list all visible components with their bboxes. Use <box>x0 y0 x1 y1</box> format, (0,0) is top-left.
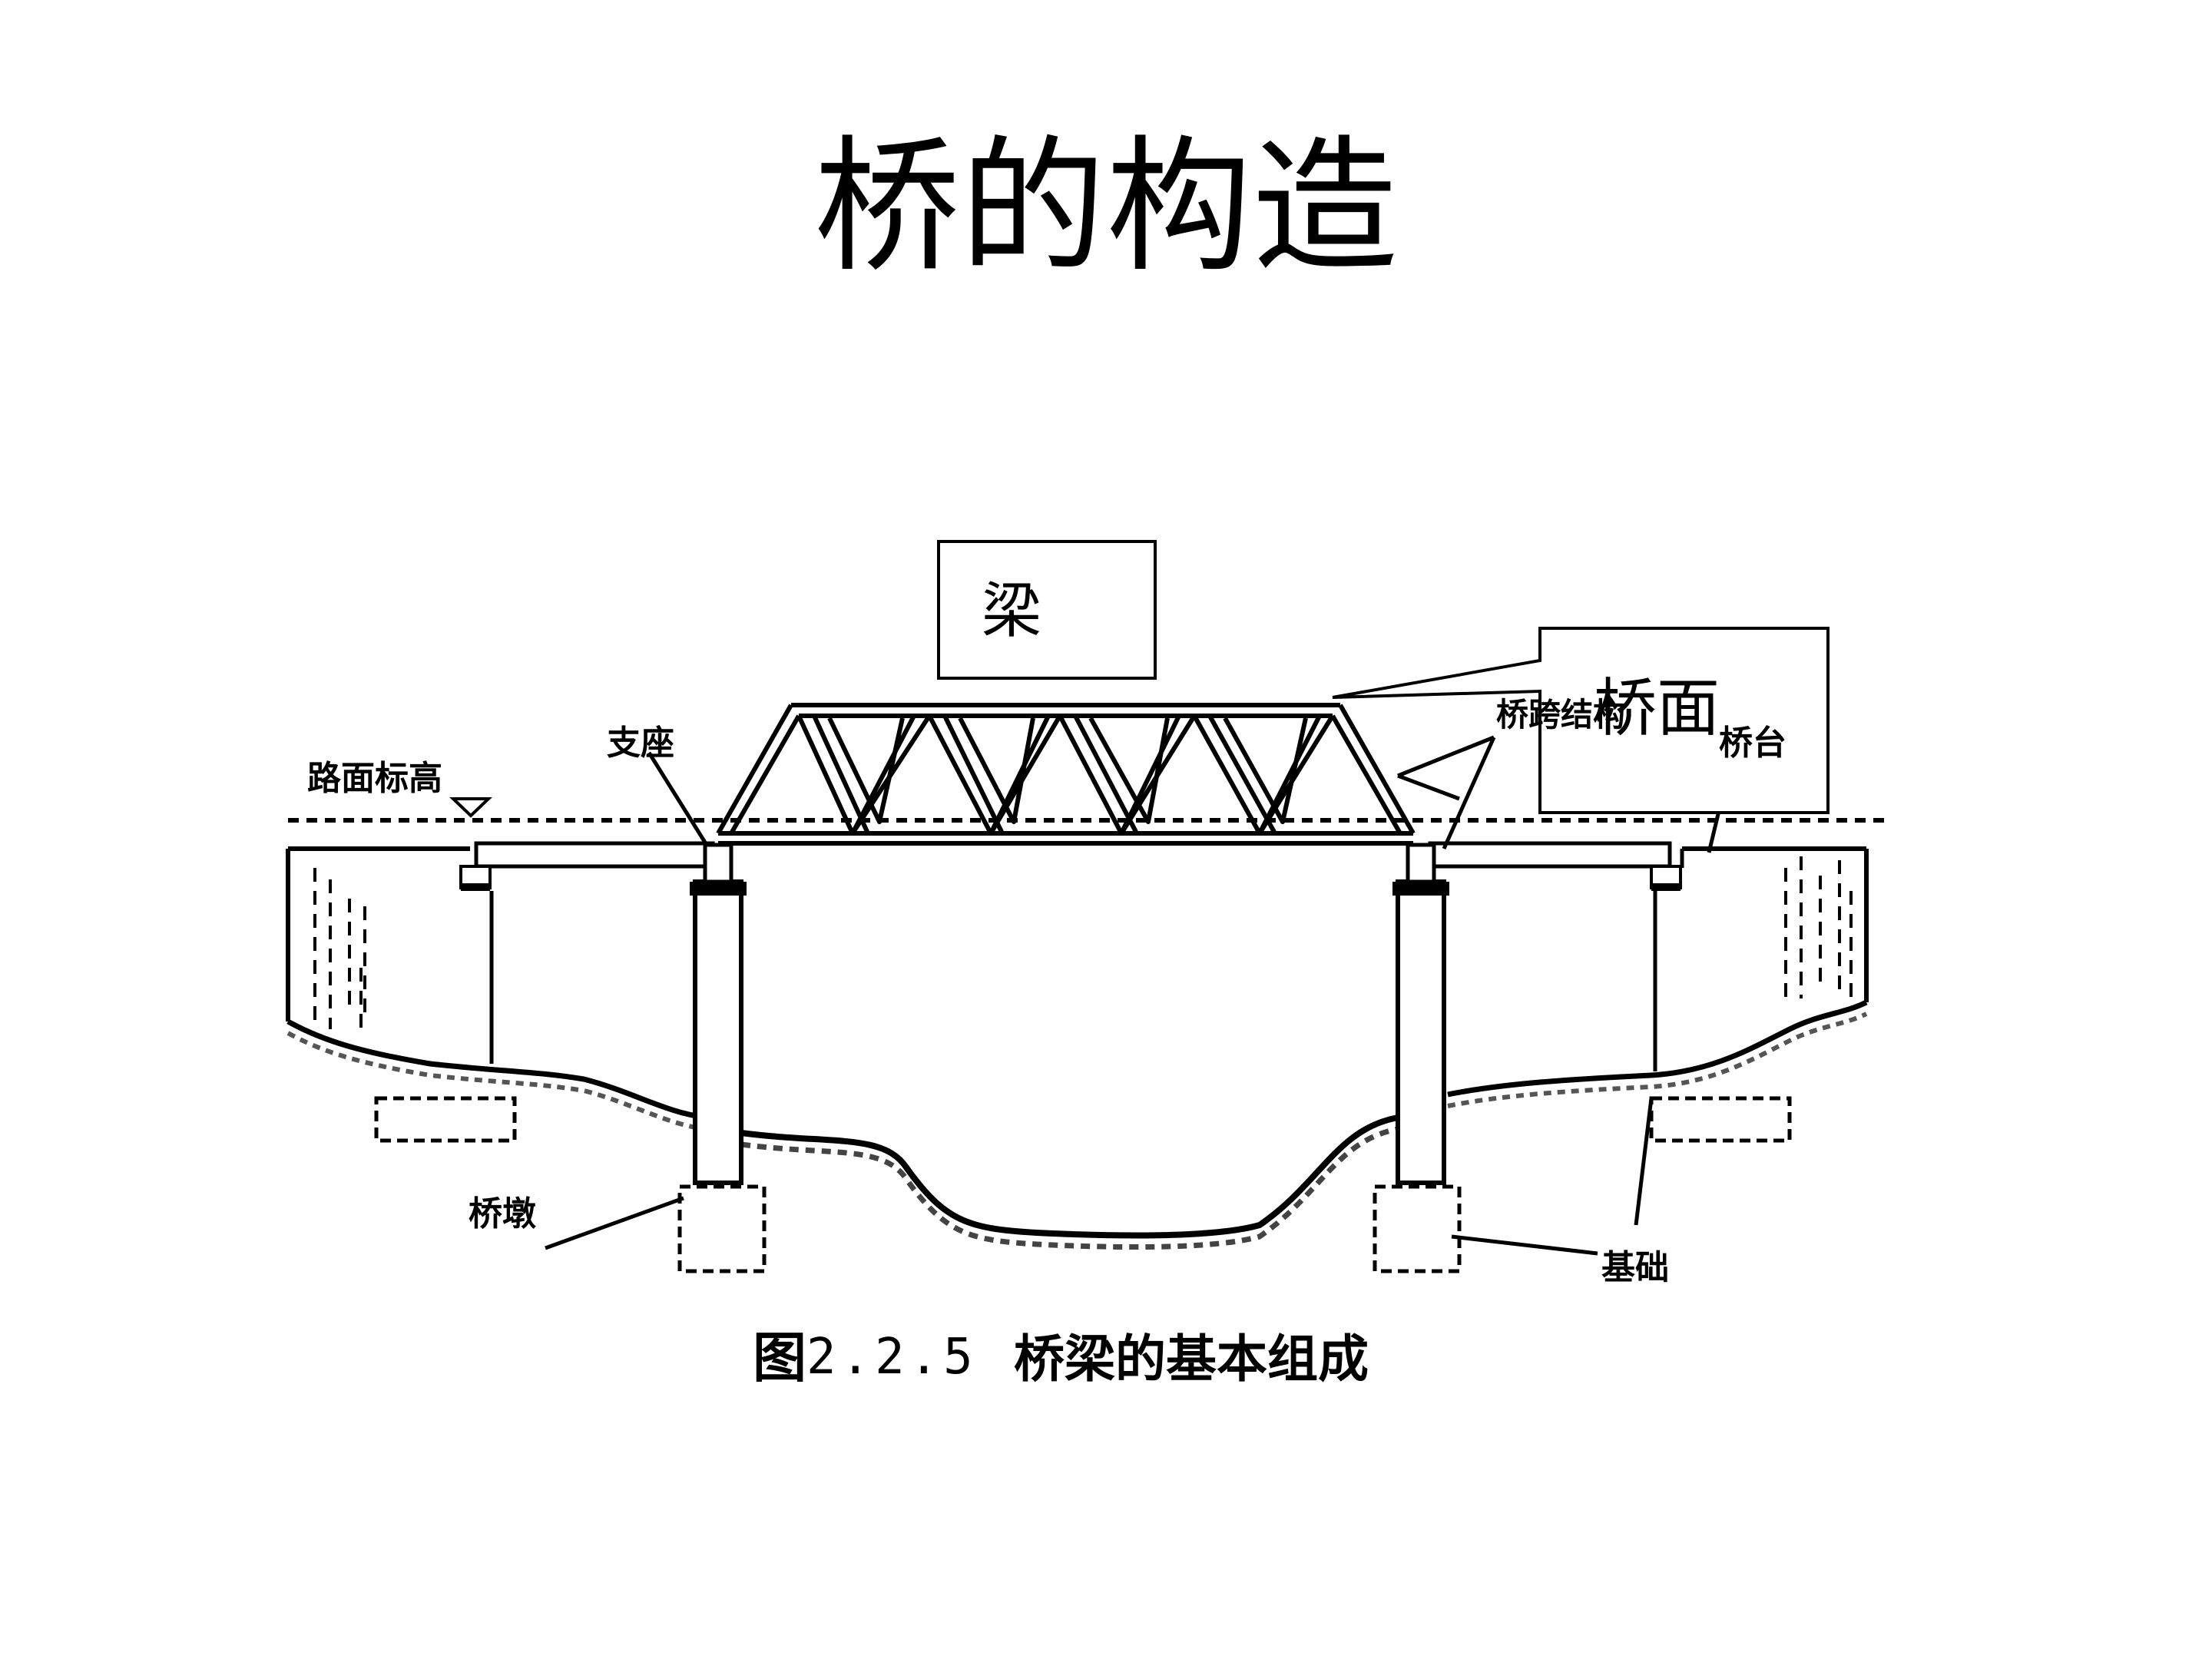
right-bank <box>1682 846 1869 1002</box>
beam-callout-box <box>937 540 1157 680</box>
ground-right <box>1447 999 1868 1098</box>
foundation-right-pier <box>1373 1184 1462 1273</box>
left-approach-span <box>474 841 715 869</box>
page-title: 桥的构造 <box>813 122 1398 292</box>
beam-callout-label: 梁 <box>982 577 1041 646</box>
span-structure-label: 桥跨结构 <box>1496 696 1625 733</box>
pier-label: 桥墩 <box>469 1194 536 1233</box>
left-bank <box>286 846 492 1064</box>
deck-callout-box <box>1332 627 1830 814</box>
figure-caption-text: 桥梁的基本组成 <box>1014 1330 1369 1389</box>
foundation-left-abutment <box>374 1096 517 1143</box>
road-elevation-label: 路面标高 <box>307 759 442 798</box>
truss-span <box>716 703 1416 846</box>
left-pier <box>690 843 747 1185</box>
foundation-right-abutment <box>1649 1096 1792 1143</box>
bearing-label: 支座 <box>607 724 674 763</box>
right-approach-span <box>1428 841 1672 869</box>
abutment-label: 桥台 <box>1719 724 1786 763</box>
elevation-triangle-icon <box>449 797 492 818</box>
leader-lines <box>545 735 1734 1256</box>
river-bed <box>740 1114 1399 1239</box>
foundation-label: 基础 <box>1601 1248 1669 1287</box>
figure-caption-prefix: 图 <box>753 1326 806 1389</box>
right-pier <box>1392 843 1449 1185</box>
figure-caption-number: 2.2.5 <box>806 1329 978 1386</box>
foundation-left-pier <box>677 1184 767 1273</box>
deck-callout-label: 桥面 <box>1594 672 1720 745</box>
ground-left <box>286 1018 707 1121</box>
